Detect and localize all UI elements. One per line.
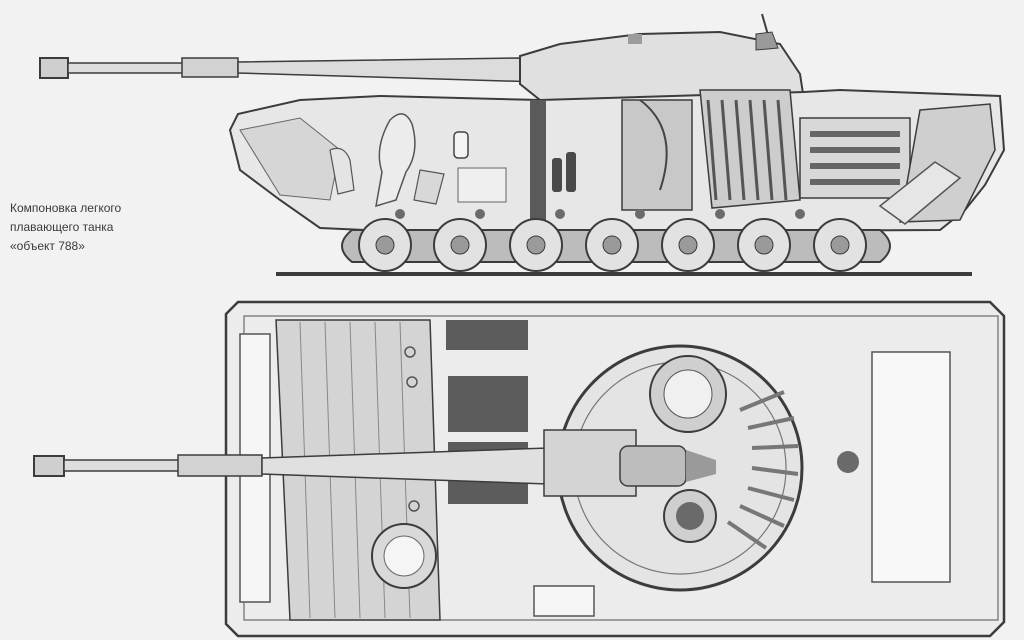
- engine-compartment: [799, 103, 996, 225]
- side-turret: [519, 30, 806, 101]
- drawing-caption: Компоновка легкого плавающего танка «объ…: [10, 199, 180, 256]
- ground-line: [276, 272, 972, 276]
- autoloader: [530, 89, 801, 220]
- top-view: [33, 300, 1006, 638]
- running-gear: [341, 209, 891, 272]
- engine-deck: [871, 351, 951, 583]
- caption-line-2: плавающего танка: [10, 220, 114, 234]
- caption-line-1: Компоновка легкого: [10, 201, 122, 215]
- caption-line-3: «объект 788»: [10, 239, 85, 253]
- top-gun: [33, 429, 716, 497]
- engine-access-port: [837, 451, 859, 473]
- side-view: [39, 13, 1006, 276]
- ammo-bottles: [552, 152, 576, 192]
- carousel: [726, 390, 799, 550]
- side-gun: [39, 57, 542, 83]
- side-hatch: [453, 131, 469, 159]
- crew-compartment: [239, 113, 445, 208]
